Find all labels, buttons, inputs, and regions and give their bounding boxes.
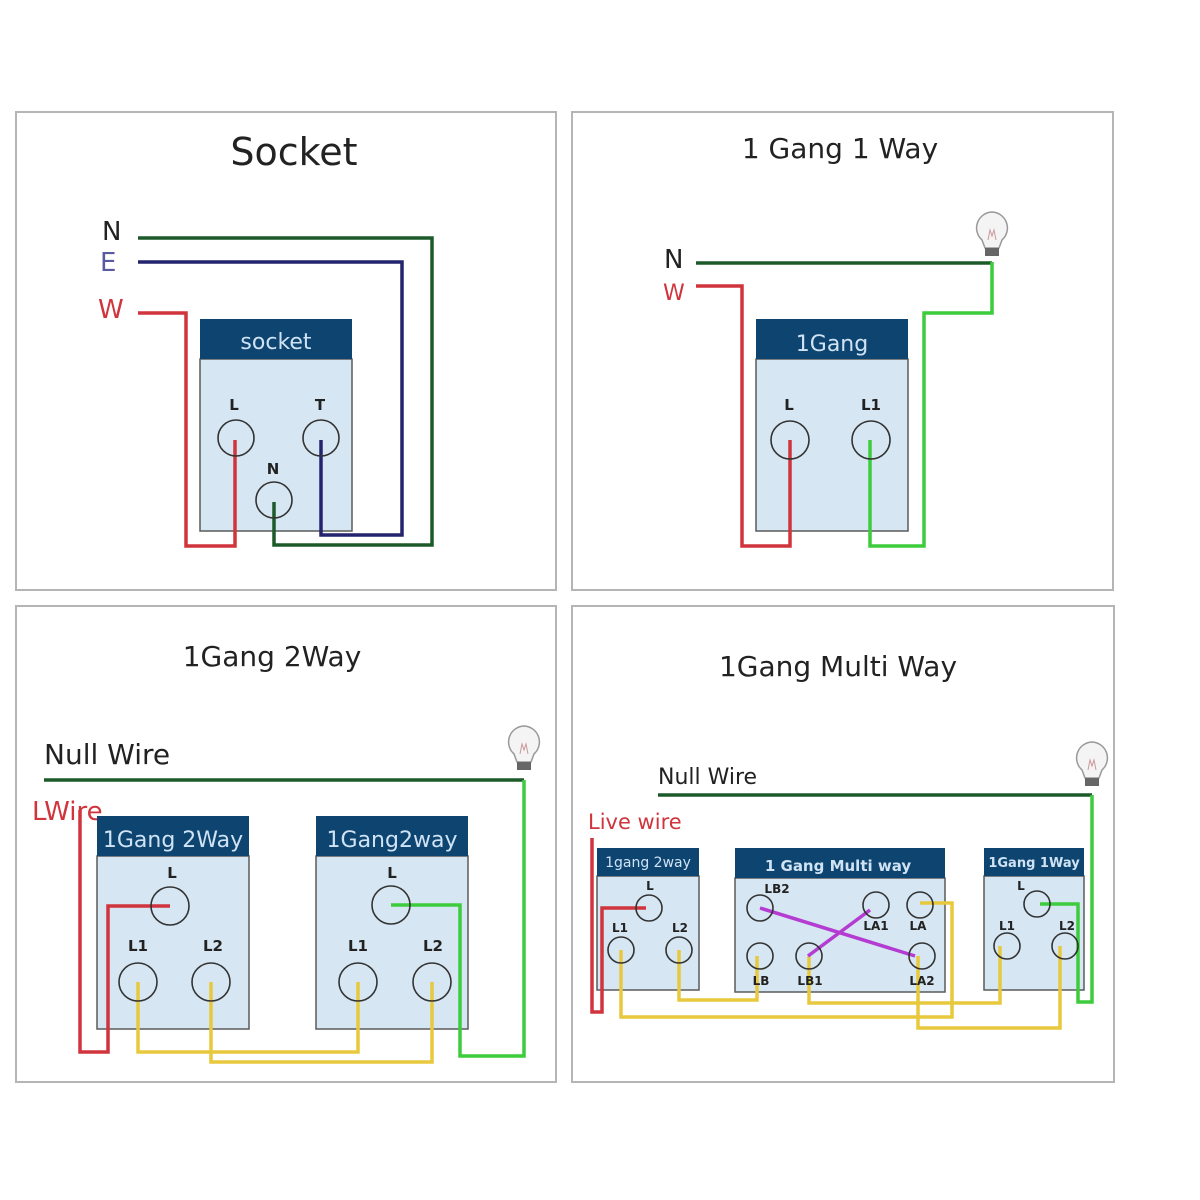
- terminal-label-l1: L1: [128, 937, 148, 955]
- neutral-wire: [138, 236, 434, 547]
- label-n: N: [664, 245, 683, 275]
- switch-box-title: 1Gang: [796, 332, 868, 357]
- panel-title: 1 Gang 1 Way: [742, 132, 938, 165]
- switch-box-header: [756, 319, 908, 359]
- terminal-label-l: L: [784, 396, 794, 414]
- live-wire: [696, 284, 792, 548]
- switch-box-1: [96, 855, 250, 1030]
- live-wire-label: LWire: [32, 797, 103, 827]
- panel-1gang-1way: 1 Gang 1 Way N W 1Gang L L1: [571, 111, 1114, 591]
- terminal-label-l1: L1: [999, 919, 1015, 933]
- terminal-label-l: L: [167, 864, 177, 882]
- terminal-label-l: L: [229, 396, 239, 414]
- label-w: W: [98, 295, 124, 325]
- terminal-label-la: LA: [910, 919, 928, 933]
- switch-box-2-title: 1Gang2way: [327, 828, 458, 853]
- terminal-label-n: N: [267, 460, 280, 478]
- terminal-l2: [1051, 932, 1079, 960]
- earth-wire: [138, 260, 404, 537]
- load-wire: [1040, 795, 1094, 1004]
- terminal-label-lb: LB: [753, 974, 770, 988]
- terminal-l1: [338, 962, 378, 1002]
- terminal-l: [371, 885, 411, 925]
- bridge-wire-2: [806, 908, 872, 958]
- terminal-l: [635, 894, 663, 922]
- terminal-label-lb2: LB2: [764, 882, 789, 896]
- terminal-l: [217, 419, 255, 457]
- terminal-t: [302, 419, 340, 457]
- switch-box-1-header: [97, 816, 249, 856]
- socket-box-title: socket: [240, 330, 312, 355]
- terminal-label-l: L: [1017, 879, 1025, 893]
- terminal-label-l2: L2: [423, 937, 443, 955]
- switch-box-3-title: 1Gang 1Way: [988, 856, 1080, 871]
- traveller-wire-2: [209, 982, 434, 1064]
- terminal-l1: [118, 962, 158, 1002]
- socket-box: [199, 358, 353, 532]
- terminal-la1: [862, 891, 890, 919]
- terminal-label-la2: LA2: [909, 974, 934, 988]
- terminal-l2: [412, 962, 452, 1002]
- load-wire: [868, 262, 994, 548]
- null-wire-label: Null Wire: [658, 765, 757, 790]
- switch-box-1-title: 1Gang 2Way: [103, 828, 243, 853]
- terminal-la: [906, 891, 934, 919]
- terminal-l2: [191, 962, 231, 1002]
- terminal-label-l2: L2: [203, 937, 223, 955]
- switch-box-2-header: [735, 848, 945, 878]
- panel-1gang-multi-way: 1Gang Multi Way Null Wire Live wire 1gan…: [571, 605, 1115, 1083]
- terminal-l: [1023, 890, 1051, 918]
- switch-box-1-title: 1gang 2way: [605, 855, 691, 871]
- panel-title: 1Gang 2Way: [183, 640, 362, 673]
- terminal-label-l: L: [646, 879, 654, 893]
- terminal-la2: [908, 942, 936, 970]
- terminal-label-l: L: [387, 864, 397, 882]
- terminal-label-l1: L1: [348, 937, 368, 955]
- terminal-l1: [607, 936, 635, 964]
- panel-title: 1Gang Multi Way: [719, 650, 957, 683]
- traveller-wire-3: [807, 946, 1002, 1005]
- terminal-l2: [665, 936, 693, 964]
- live-wire: [590, 838, 646, 1014]
- label-e: E: [100, 248, 116, 278]
- terminal-lb: [746, 942, 774, 970]
- switch-box-2-header: [316, 816, 468, 856]
- terminal-label-l1: L1: [861, 396, 881, 414]
- terminal-l: [150, 886, 190, 926]
- traveller-wire-4: [916, 946, 1062, 1030]
- traveller-wire-1: [619, 901, 954, 1019]
- live-wire: [78, 810, 170, 1054]
- live-wire: [138, 311, 237, 548]
- label-w: W: [663, 281, 685, 306]
- terminal-l: [770, 420, 810, 460]
- panel-1gang-2way: 1Gang 2Way Null Wire LWire 1Gang 2Way 1G…: [15, 605, 557, 1083]
- label-n: N: [102, 217, 121, 247]
- switch-box-2-title: 1 Gang Multi way: [765, 857, 912, 875]
- terminal-l1: [993, 932, 1021, 960]
- terminal-label-la1: LA1: [863, 919, 888, 933]
- terminal-label-lb1: LB1: [797, 974, 822, 988]
- socket-box-header: [200, 319, 352, 359]
- traveller-wire-1: [136, 982, 360, 1054]
- live-wire-label: Live wire: [588, 810, 682, 834]
- traveller-wire-2: [677, 950, 759, 1002]
- panel-socket: Socket N E W socket L T N: [15, 111, 557, 591]
- switch-box: [755, 358, 909, 532]
- panel-title: Socket: [230, 130, 357, 174]
- terminal-n: [255, 481, 293, 519]
- terminal-lb2: [746, 894, 774, 922]
- switch-box-2: [315, 855, 469, 1030]
- terminal-label-t: T: [315, 396, 326, 414]
- load-wire: [391, 780, 526, 1058]
- terminal-label-l1: L1: [612, 921, 628, 935]
- terminal-label-l2: L2: [672, 921, 688, 935]
- terminal-l1: [851, 420, 891, 460]
- switch-box-3-header: [984, 848, 1084, 876]
- terminal-label-l2: L2: [1059, 919, 1075, 933]
- terminal-lb1: [795, 942, 823, 970]
- switch-box-1-header: [597, 848, 699, 876]
- null-wire-label: Null Wire: [44, 738, 170, 771]
